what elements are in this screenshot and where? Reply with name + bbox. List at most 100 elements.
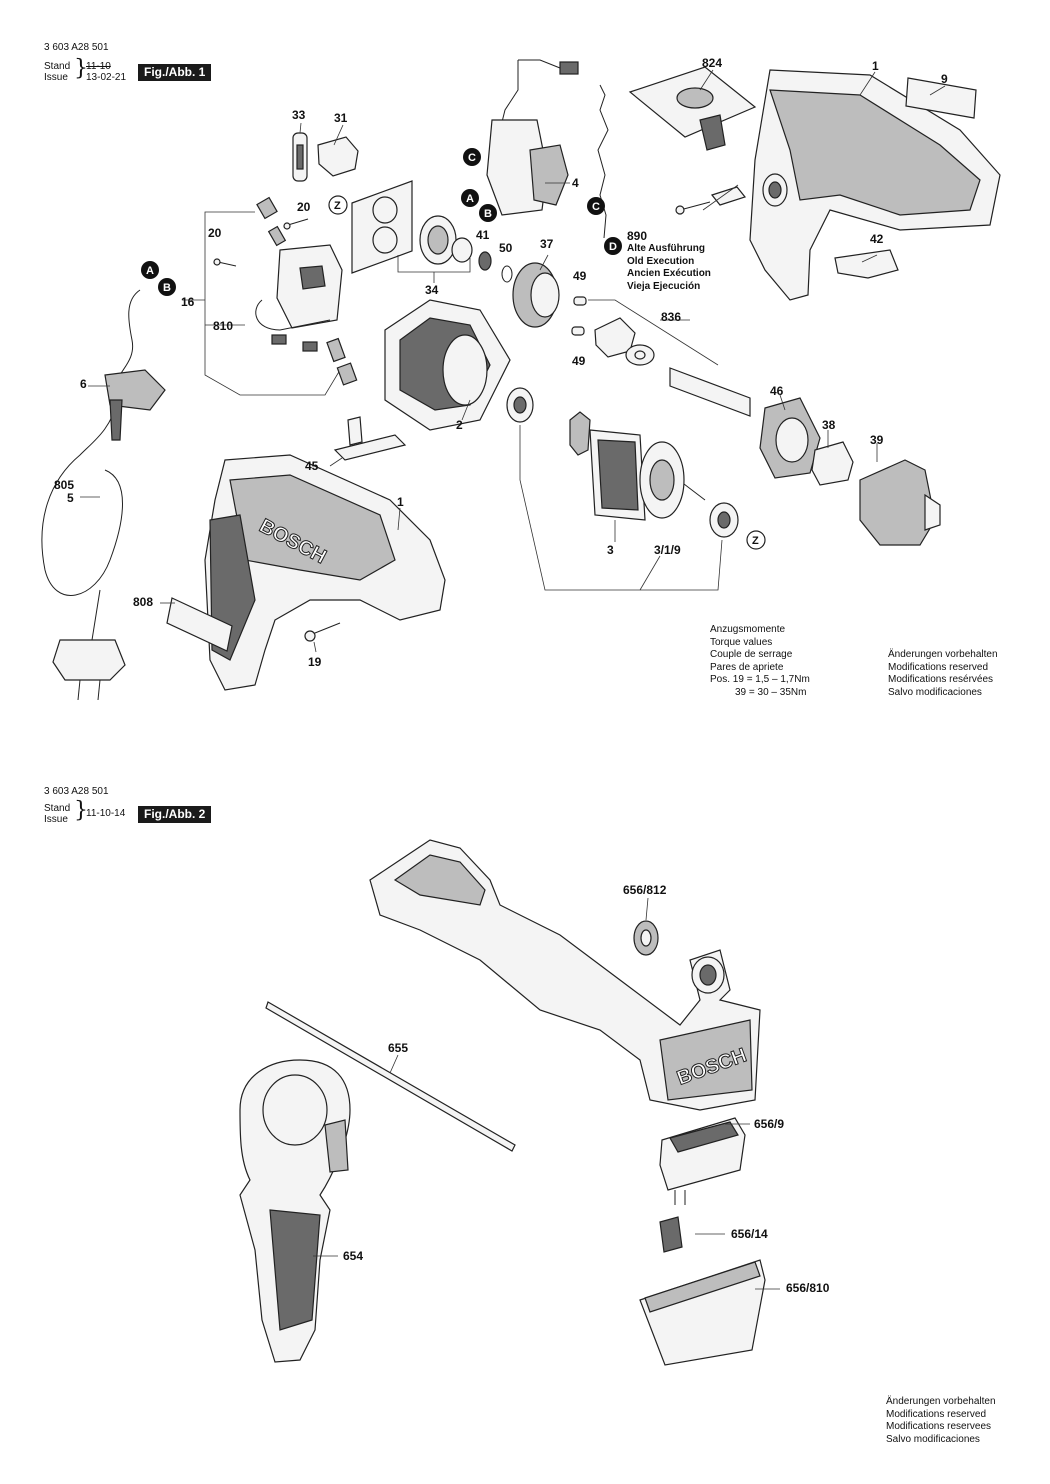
part-label-33: 33: [292, 108, 306, 122]
part-label-45: 45: [305, 459, 319, 473]
leader-lines-fig1: [80, 69, 946, 653]
container-656-810: [639, 1259, 766, 1366]
part-label-49-a: 49: [573, 269, 587, 283]
label-808: [166, 597, 233, 652]
part-45: [333, 434, 407, 461]
part-label-16: 16: [181, 295, 195, 309]
chuck-39: [859, 459, 941, 546]
reserved-es: Salvo modificaciones: [888, 686, 982, 698]
housing-half-1: [749, 69, 1001, 301]
part-label-31: 31: [334, 111, 348, 125]
torque-en: Torque values: [710, 636, 773, 648]
issue-label-fig1: Issue: [44, 72, 68, 83]
depth-rod-655: [265, 1001, 516, 1152]
latch-656-14: [659, 1216, 683, 1253]
power-cord: [41, 289, 166, 701]
marker-z: Z: [334, 200, 341, 212]
reserved2-es: Salvo modificaciones: [886, 1433, 980, 1445]
reserved-de: Änderungen vorbehalten: [888, 649, 998, 660]
part-label-20-b: 20: [208, 226, 222, 240]
torque-pos-19: Pos. 19 = 1,5 – 1,7Nm: [710, 674, 810, 686]
part-31: [317, 136, 359, 177]
drill-body-1: BOSCH: [204, 454, 446, 691]
part-label-656-9: 656/9: [754, 1117, 785, 1131]
marker-c: C: [592, 201, 600, 213]
marker-c: C: [468, 152, 476, 164]
old-execution-note: Alte Ausführung Old Execution Ancien Exé…: [627, 243, 711, 293]
brush-holder: [255, 196, 358, 386]
pin-49: [573, 296, 587, 306]
part-label-810: 810: [213, 319, 234, 333]
torque-de: Anzugsmomente: [710, 624, 786, 635]
brace-fig2: }: [74, 798, 88, 823]
reserved2-de: Änderungen vorbehalten: [886, 1396, 996, 1407]
reserved-fr: Modifications resérvées: [888, 674, 994, 686]
part-label-824: 824: [702, 56, 723, 70]
part-label-4: 4: [572, 176, 579, 190]
part-label-1-bottom: 1: [397, 495, 404, 509]
part-label-34: 34: [425, 283, 439, 297]
part-label-42: 42: [870, 232, 884, 246]
marker-z: Z: [752, 535, 759, 547]
marker-d: D: [609, 241, 617, 253]
part-label-656-810: 656/810: [786, 1281, 830, 1295]
switch-4: [486, 59, 609, 239]
marker-b: B: [163, 282, 171, 294]
clip-42: [834, 249, 899, 279]
part-label-2: 2: [456, 418, 463, 432]
part-label-49-b: 49: [572, 354, 586, 368]
modifications-reserved-fig1: Änderungen vorbehalten Modifications res…: [888, 649, 998, 699]
gear-37: [512, 262, 560, 328]
part-label-41: 41: [476, 228, 490, 242]
ring-41: [478, 251, 492, 271]
old-execution-en: Old Execution: [627, 255, 695, 267]
part-label-39: 39: [870, 433, 884, 447]
doc-number-fig2: 3 603 A28 501: [44, 786, 109, 797]
part-label-890: 890: [627, 229, 648, 243]
part-label-6: 6: [80, 377, 87, 391]
speed-dial-824: [628, 66, 757, 151]
leader-lines-fig2: [313, 897, 780, 1290]
torque-pos-39: 39 = 30 – 35Nm: [735, 686, 807, 698]
part-label-836: 836: [661, 310, 682, 324]
fan-34: [419, 215, 473, 265]
torque-values-note: Anzugsmomente Torque values Couple de se…: [710, 624, 810, 700]
old-execution-fr: Ancien Exécution: [627, 268, 711, 280]
reserved-en: Modifications reserved: [888, 661, 989, 673]
old-execution-es: Vieja Ejecución: [627, 280, 701, 292]
screws-20: [213, 218, 309, 267]
figure-title-1: Fig./Abb. 1: [138, 64, 212, 81]
issue-date-fig1: 13-02-21: [86, 72, 127, 83]
marker-b: B: [484, 208, 492, 220]
part-label-654: 654: [343, 1249, 364, 1263]
part-label-808: 808: [133, 595, 154, 609]
part-label-656-812: 656/812: [623, 883, 667, 897]
doc-number-fig1: 3 603 A28 501: [44, 42, 109, 53]
filter-656-9: [659, 1117, 746, 1205]
part-label-46: 46: [770, 384, 784, 398]
modifications-reserved-fig2: Änderungen vorbehalten Modifications res…: [886, 1396, 996, 1446]
part-label-3-1-9: 3/1/9: [654, 543, 681, 557]
spindle: [669, 367, 751, 417]
part-label-3: 3: [607, 543, 614, 557]
ring-50: [501, 265, 513, 283]
part-label-20-a: 20: [297, 200, 311, 214]
label-plate-9: [905, 77, 977, 119]
stand-label-fig2: Stand: [44, 803, 71, 814]
dust-extraction-body: BOSCH: [369, 839, 761, 1111]
aux-handle-654: [239, 1059, 351, 1363]
part-label-656-14: 656/14: [731, 1227, 768, 1241]
reserved2-en: Modifications reserved: [886, 1408, 987, 1420]
part-label-9: 9: [941, 72, 948, 86]
marker-a: A: [146, 265, 154, 277]
part-label-19: 19: [308, 655, 322, 669]
stand-date-fig1: 11-10: [86, 61, 111, 72]
part-label-655: 655: [388, 1041, 409, 1055]
part-label-37: 37: [540, 237, 554, 251]
brace-fig1: }: [74, 56, 88, 81]
part-label-805: 805: [54, 478, 75, 492]
marker-a: A: [466, 193, 474, 205]
screw-19: [309, 622, 341, 636]
part-label-38: 38: [822, 418, 836, 432]
